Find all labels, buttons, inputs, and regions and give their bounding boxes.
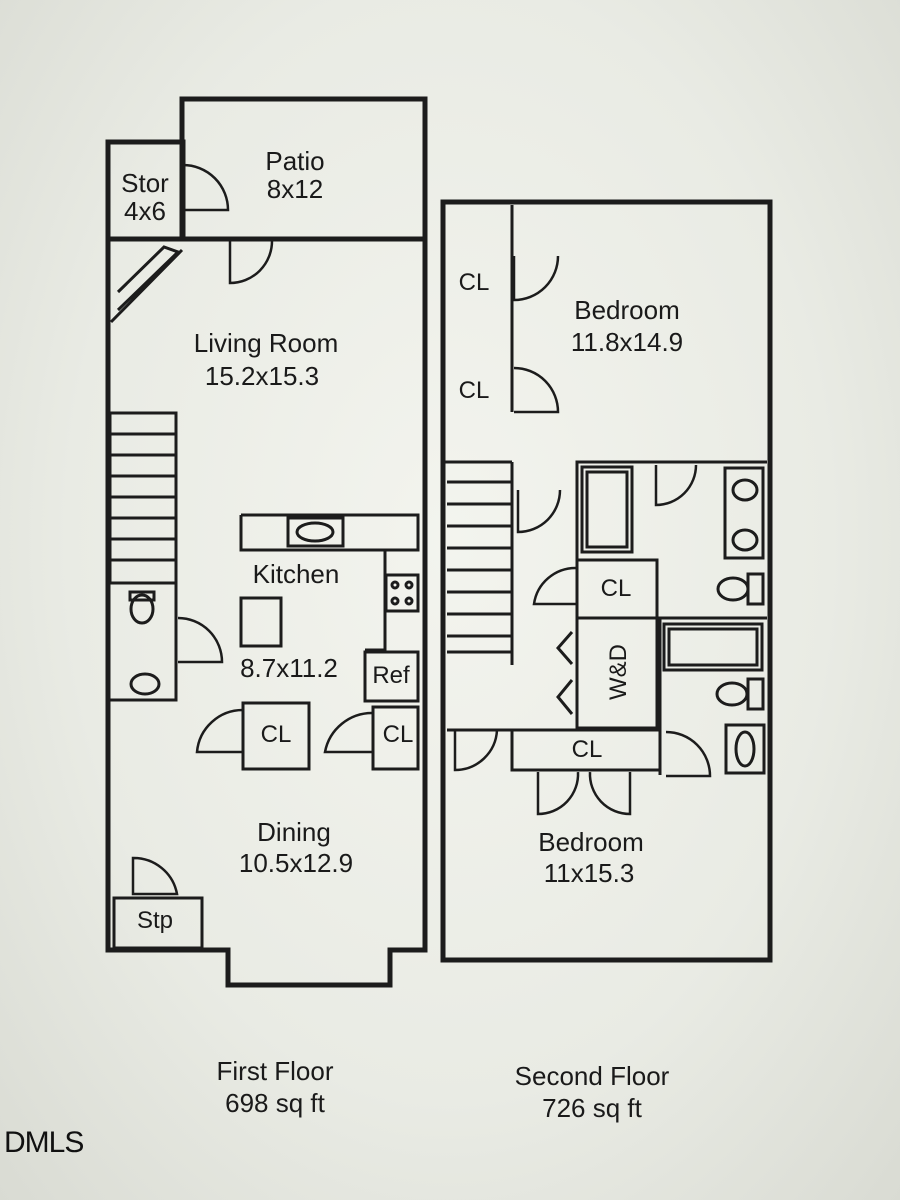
svg-text:11.8x14.9: 11.8x14.9	[571, 327, 683, 357]
refrigerator	[363, 650, 420, 703]
bath-2-door	[665, 730, 712, 778]
svg-text:CL: CL	[261, 721, 292, 748]
bath-2	[657, 616, 767, 778]
closet-top-1-label: CL	[459, 269, 490, 296]
svg-text:8.7x11.2: 8.7x11.2	[240, 653, 338, 683]
second-floor-caption: Second Floor 726 sq ft	[482, 1060, 702, 1124]
living-room-size: 15.2x15.3	[205, 361, 319, 391]
closet-1-label: CL	[261, 721, 292, 748]
closet-top-2-label: CL	[459, 377, 490, 404]
patio-size: 8x12	[267, 174, 323, 204]
svg-text:Ref: Ref	[372, 662, 410, 689]
kitchen-size: 8.7x11.2	[240, 653, 338, 683]
svg-text:8x12: 8x12	[267, 174, 323, 204]
dining-size: 10.5x12.9	[239, 848, 353, 878]
svg-text:CL: CL	[383, 721, 414, 748]
laundry-closet	[575, 616, 659, 730]
closet-bottom-double-door	[536, 771, 632, 816]
bedroom-2-size: 11x15.3	[544, 858, 635, 888]
bath-1	[575, 460, 767, 606]
svg-text:CL: CL	[572, 736, 603, 763]
first-floor-outline	[105, 236, 428, 988]
svg-text:15.2x15.3: 15.2x15.3	[205, 361, 319, 391]
first-floor-caption: First Floor 698 sq ft	[175, 1055, 375, 1119]
svg-text:Patio: Patio	[265, 146, 324, 176]
svg-text:Bedroom: Bedroom	[538, 827, 644, 857]
bathtub-2	[662, 622, 764, 672]
svg-text:Stor: Stor	[121, 168, 169, 198]
hall-door	[516, 489, 562, 534]
front-door	[131, 856, 179, 896]
dining-name: Dining	[257, 817, 331, 847]
patio-name: Patio	[265, 146, 324, 176]
svg-text:Bedroom: Bedroom	[574, 295, 680, 325]
svg-text:Kitchen: Kitchen	[253, 559, 340, 589]
closet-1	[241, 701, 311, 771]
first-floor-stairs	[108, 411, 178, 585]
bathtub-1	[580, 465, 634, 554]
svg-text:Living Room: Living Room	[194, 328, 339, 358]
closet-2	[371, 705, 420, 771]
fireplace	[109, 245, 184, 324]
closet-bottom	[447, 728, 660, 772]
stoop-label: Stp	[137, 907, 173, 934]
first-floor-area: 698 sq ft	[225, 1088, 325, 1118]
bedroom-1-size: 11.8x14.9	[571, 327, 683, 357]
bath-1-door	[654, 464, 698, 507]
second-floor-plan: CL CL Bedroom 11.8x14.9 CL W&D CL Bedroo…	[440, 199, 773, 963]
half-bath-door	[177, 616, 224, 664]
stove	[384, 573, 420, 613]
laundry-label: W&D	[605, 644, 632, 700]
second-floor-title: Second Floor	[514, 1061, 670, 1091]
storage-door	[182, 163, 230, 212]
closet-mid-door	[532, 566, 577, 606]
stoop	[112, 896, 204, 950]
svg-text:10.5x12.9: 10.5x12.9	[239, 848, 353, 878]
mls-watermark: DMLS	[4, 1126, 84, 1159]
svg-text:CL: CL	[459, 269, 490, 296]
bifold-doors	[556, 631, 574, 715]
second-floor-outline	[440, 199, 773, 963]
svg-text:CL: CL	[601, 575, 632, 602]
kitchen-island	[239, 596, 283, 648]
svg-text:4x6: 4x6	[124, 196, 166, 226]
closet-bottom-side-door	[453, 729, 499, 772]
svg-text:CL: CL	[459, 377, 490, 404]
svg-text:Dining: Dining	[257, 817, 331, 847]
first-floor-plan: Stor 4x6 Patio 8x12 Living Room 15.2x15.…	[105, 96, 428, 988]
second-floor-stairs	[447, 462, 514, 665]
ref-label: Ref	[372, 662, 410, 689]
patio-door	[228, 239, 274, 285]
second-floor-area: 726 sq ft	[542, 1093, 642, 1123]
kitchen-name: Kitchen	[253, 559, 340, 589]
svg-text:W&D: W&D	[605, 644, 632, 700]
kitchen-counters	[239, 513, 420, 703]
kitchen-sink	[286, 516, 345, 548]
closet-2-label: CL	[383, 721, 414, 748]
closet-2-door	[323, 711, 374, 754]
living-room-name: Living Room	[194, 328, 339, 358]
half-bath	[110, 581, 224, 702]
first-floor-title: First Floor	[216, 1056, 334, 1086]
bedroom-1-name: Bedroom	[574, 295, 680, 325]
closet-1-door	[195, 708, 244, 754]
svg-text:Stp: Stp	[137, 907, 173, 934]
closet-mid-label: CL	[601, 575, 632, 602]
storage-name: Stor	[121, 168, 169, 198]
bath-2-sink	[724, 723, 766, 775]
vanity	[723, 466, 765, 560]
storage-size: 4x6	[124, 196, 166, 226]
svg-text:11x15.3: 11x15.3	[544, 858, 635, 888]
closet-top-1-door	[512, 255, 560, 302]
closet-bottom-label: CL	[572, 736, 603, 763]
closet-top-2-door	[513, 366, 560, 414]
bedroom-2-name: Bedroom	[538, 827, 644, 857]
